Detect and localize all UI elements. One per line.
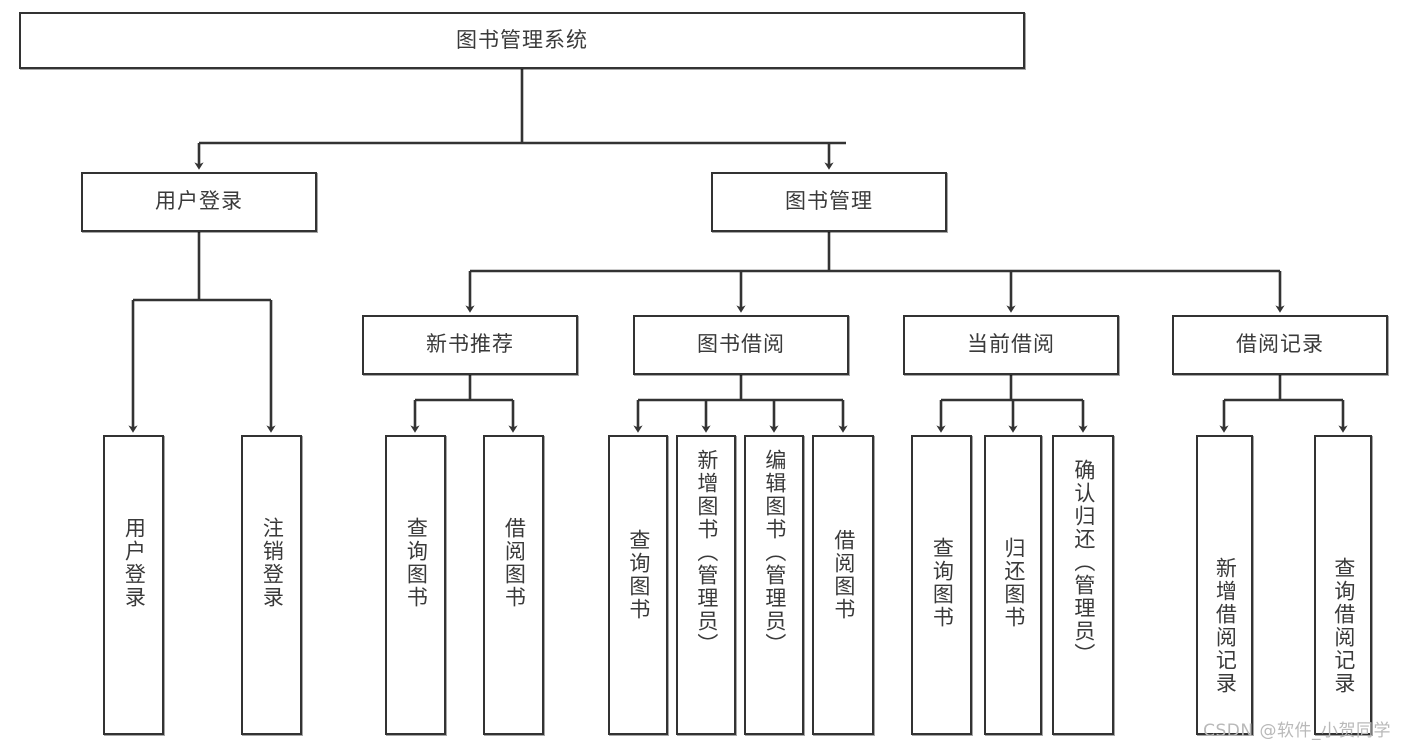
leaf-logout-label: 注销登录: [260, 517, 285, 609]
leaf-edit-book-admin[interactable]: 编辑图书（管理员）: [744, 435, 804, 735]
node-book-management[interactable]: 图书管理: [711, 172, 947, 232]
leaf-query-book-current[interactable]: 查询图书: [911, 435, 972, 735]
node-user-login[interactable]: 用户登录: [81, 172, 317, 232]
leaf-user-login[interactable]: 用户登录: [103, 435, 164, 735]
leaf-add-borrow-record-label: 新增借阅记录: [1213, 557, 1238, 695]
node-root[interactable]: 图书管理系统: [19, 12, 1025, 69]
leaf-return-book[interactable]: 归还图书: [984, 435, 1042, 735]
node-user-login-label: 用户登录: [155, 189, 243, 214]
leaf-borrow-book-label: 借阅图书: [831, 529, 856, 621]
node-current-borrow[interactable]: 当前借阅: [903, 315, 1119, 375]
leaf-query-book-borrow[interactable]: 查询图书: [608, 435, 668, 735]
leaf-return-book-label: 归还图书: [1001, 537, 1026, 629]
leaf-query-book-recommend-label: 查询图书: [404, 517, 429, 609]
leaf-add-book-admin-label: 新增图书（管理员）: [694, 449, 719, 656]
leaf-add-borrow-record[interactable]: 新增借阅记录: [1196, 435, 1253, 735]
node-book-borrow-label: 图书借阅: [697, 332, 785, 357]
leaf-query-borrow-record-label: 查询借阅记录: [1331, 557, 1356, 695]
watermark: CSDN @软件_小贺同学: [1203, 721, 1391, 741]
node-book-management-label: 图书管理: [785, 189, 873, 214]
node-current-borrow-label: 当前借阅: [967, 332, 1055, 357]
leaf-add-book-admin[interactable]: 新增图书（管理员）: [676, 435, 736, 735]
node-book-borrow[interactable]: 图书借阅: [633, 315, 849, 375]
node-root-label: 图书管理系统: [456, 27, 588, 52]
leaf-borrow-book-recommend-label: 借阅图书: [502, 517, 527, 609]
leaf-query-book-current-label: 查询图书: [930, 537, 955, 629]
leaf-confirm-return-admin[interactable]: 确认归还（管理员）: [1052, 435, 1114, 735]
leaf-borrow-book-recommend[interactable]: 借阅图书: [483, 435, 544, 735]
leaf-user-login-label: 用户登录: [122, 517, 147, 609]
node-borrow-record[interactable]: 借阅记录: [1172, 315, 1388, 375]
leaf-confirm-return-admin-label: 确认归还（管理员）: [1071, 459, 1096, 666]
node-new-book-recommend[interactable]: 新书推荐: [362, 315, 578, 375]
leaf-logout[interactable]: 注销登录: [241, 435, 302, 735]
leaf-query-borrow-record[interactable]: 查询借阅记录: [1314, 435, 1372, 735]
leaf-borrow-book[interactable]: 借阅图书: [812, 435, 874, 735]
leaf-edit-book-admin-label: 编辑图书（管理员）: [762, 449, 787, 656]
leaf-query-book-borrow-label: 查询图书: [626, 529, 651, 621]
leaf-query-book-recommend[interactable]: 查询图书: [385, 435, 446, 735]
node-borrow-record-label: 借阅记录: [1236, 332, 1324, 357]
node-new-book-recommend-label: 新书推荐: [426, 332, 514, 357]
